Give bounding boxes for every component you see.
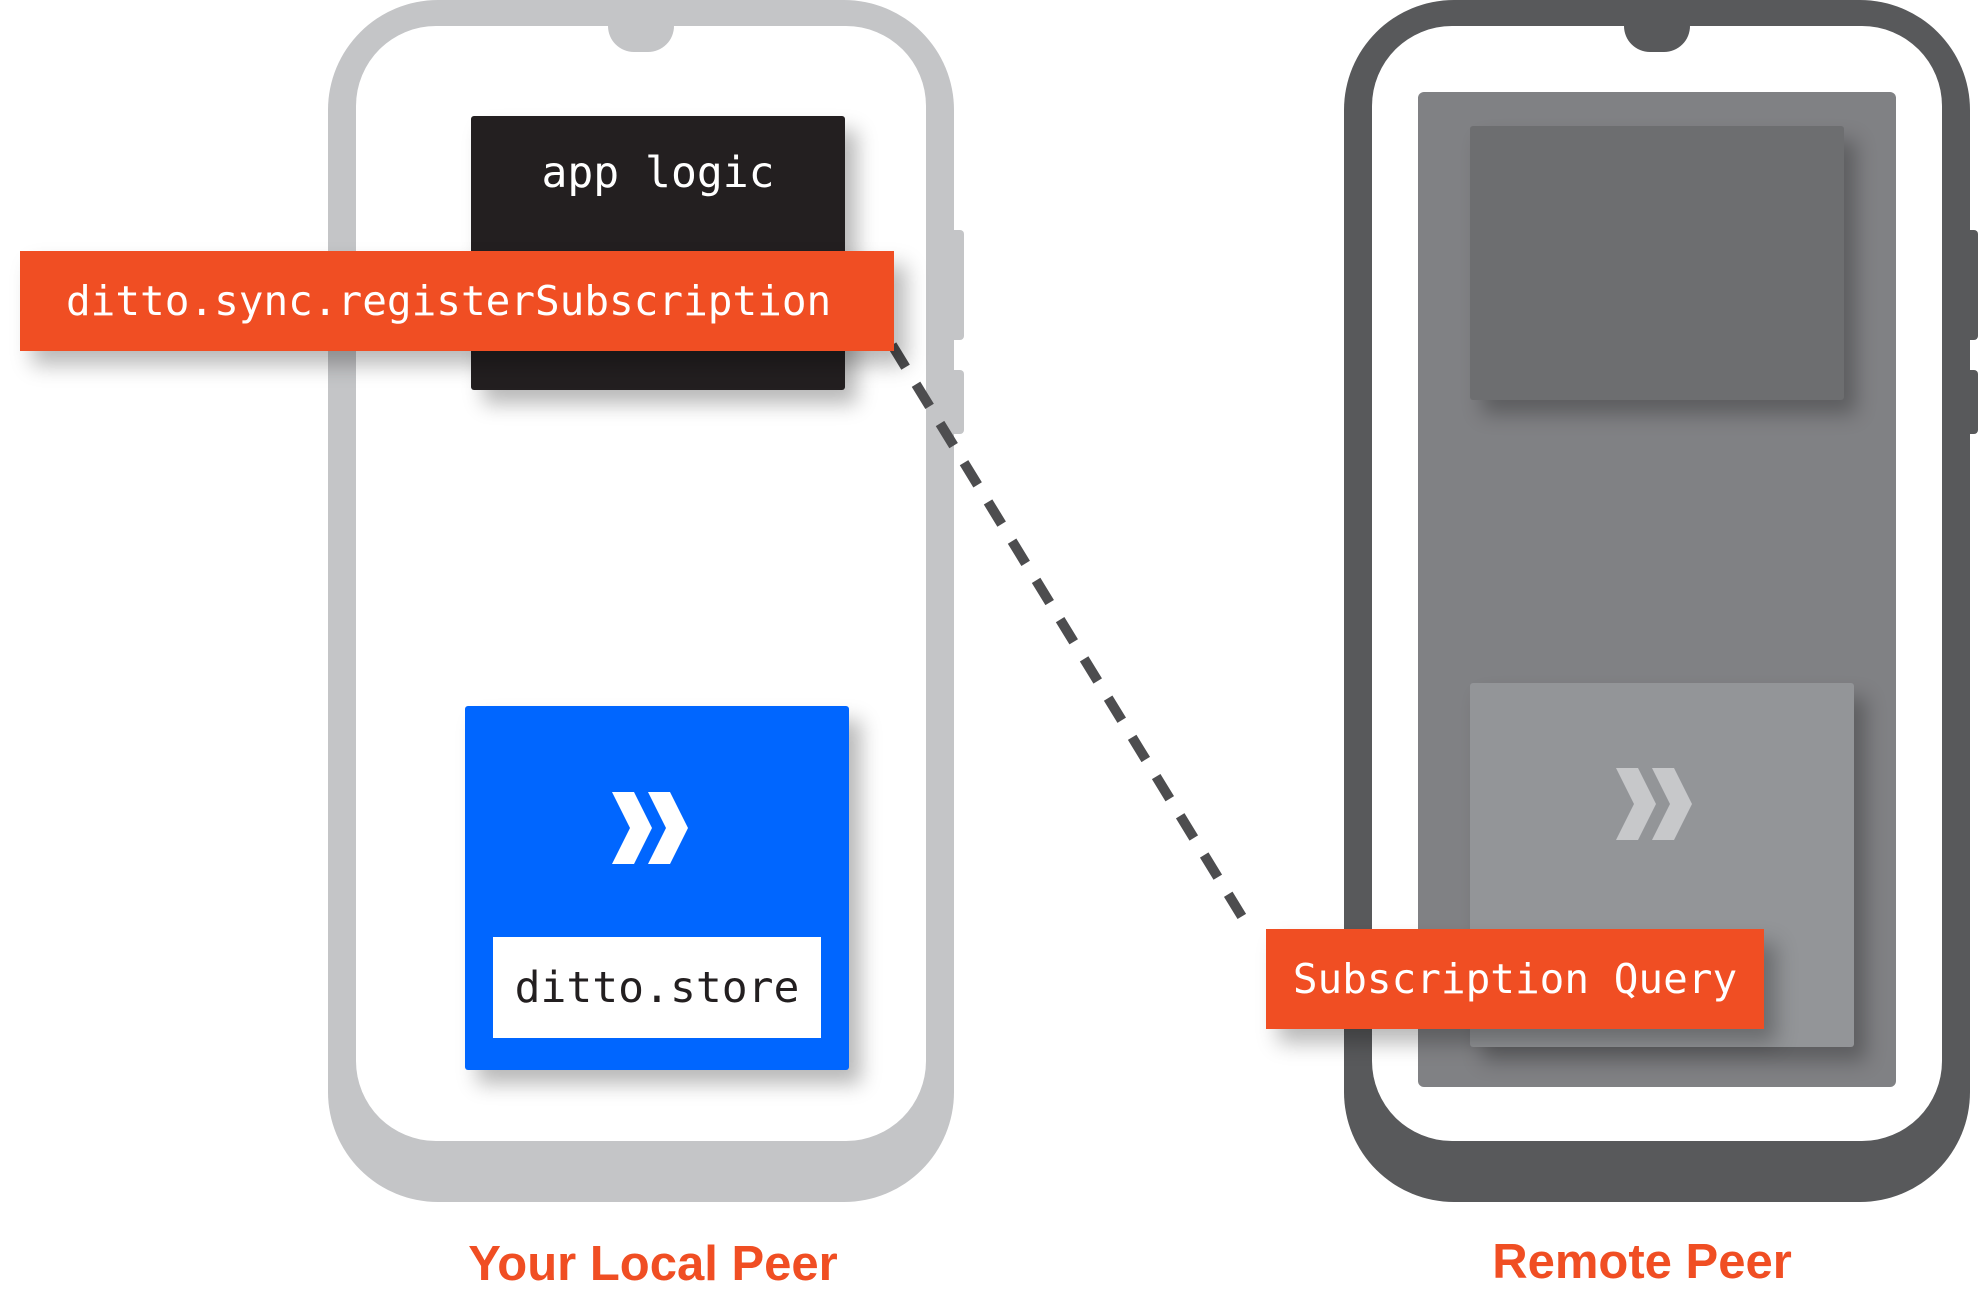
remote-app-logic-box xyxy=(1470,126,1844,400)
local-phone-side-button xyxy=(954,230,964,340)
ditto-chevrons-icon xyxy=(612,792,688,864)
ditto-store-label: ditto.store xyxy=(514,962,800,1013)
ditto-chevrons-icon xyxy=(1616,768,1692,840)
subscription-query-callout: Subscription Query xyxy=(1266,929,1764,1029)
register-subscription-label: ditto.sync.registerSubscription xyxy=(66,277,832,325)
ditto-store-label-box: ditto.store xyxy=(493,937,821,1038)
remote-peer-caption: Remote Peer xyxy=(1492,1235,1792,1289)
local-peer-caption: Your Local Peer xyxy=(468,1237,838,1291)
app-logic-label: app logic xyxy=(541,148,775,198)
subscription-query-label: Subscription Query xyxy=(1292,955,1738,1003)
local-phone-side-button xyxy=(954,370,964,434)
register-subscription-callout: ditto.sync.registerSubscription xyxy=(20,251,894,351)
remote-phone-side-button xyxy=(1968,230,1978,340)
remote-phone-side-button xyxy=(1968,370,1978,434)
